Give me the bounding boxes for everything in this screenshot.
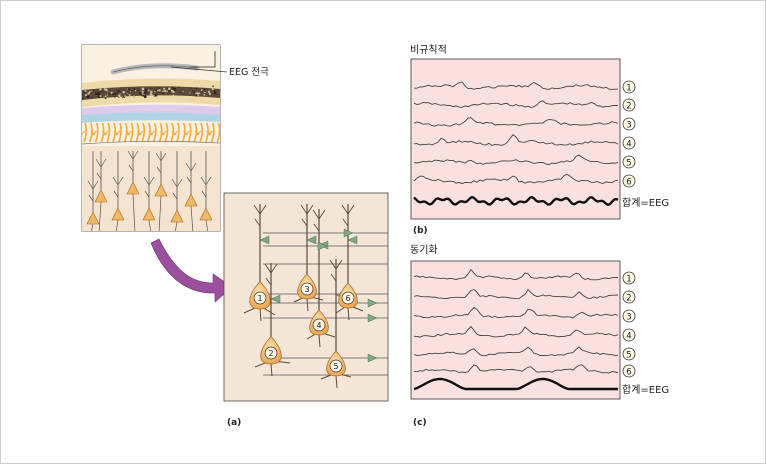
trace-number: 6 bbox=[626, 367, 631, 377]
synapse bbox=[270, 294, 281, 304]
neuron-number-badge bbox=[264, 346, 278, 360]
synapse bbox=[347, 235, 358, 245]
panel-c-label: (c) bbox=[413, 418, 427, 428]
neuron-trace bbox=[413, 325, 619, 338]
trace-number-badge bbox=[622, 290, 636, 304]
neuron-number-badge bbox=[253, 291, 267, 305]
neuron-trace bbox=[413, 364, 619, 374]
trace-number-badge bbox=[622, 309, 636, 323]
trace-number: 3 bbox=[626, 312, 631, 322]
pyramidal-neuron: 4 bbox=[306, 209, 336, 348]
electrode-label: EEG 전극 bbox=[229, 67, 269, 78]
neuron-number: 1 bbox=[257, 294, 262, 303]
trace-number-badge bbox=[622, 347, 636, 361]
neuron-number-badge bbox=[341, 291, 355, 305]
magnified-neuron-panel: 1 2 3 4 5 6 bbox=[223, 192, 389, 402]
trace-number: 4 bbox=[626, 139, 631, 149]
trace-number: 1 bbox=[626, 83, 631, 93]
electrode-leader-line bbox=[170, 66, 228, 73]
electrode-wire bbox=[189, 51, 216, 68]
trace-number-badge bbox=[622, 80, 636, 94]
trace-number: 3 bbox=[626, 120, 631, 130]
panel-b-trace-box bbox=[410, 58, 621, 220]
trace-number-badge bbox=[622, 271, 636, 285]
panel-b-label: (b) bbox=[413, 226, 428, 236]
neuron-trace bbox=[413, 154, 619, 165]
neuron-number: 3 bbox=[304, 285, 309, 294]
neuron-trace bbox=[413, 346, 619, 357]
neuron-trace bbox=[413, 288, 619, 300]
pyramidal-neuron: 6 bbox=[335, 204, 364, 321]
cortical-neurons bbox=[86, 150, 213, 231]
neuron-number: 6 bbox=[345, 294, 350, 303]
panel-b-irregular: 비규칙적 1 2 3 4 5 6 합계=EEG (b) bbox=[410, 44, 669, 236]
neuron-number: 5 bbox=[333, 362, 338, 371]
trace-number: 5 bbox=[626, 158, 631, 168]
synapse bbox=[259, 235, 270, 245]
panel-b-trace-numbers: 1 2 3 4 5 6 bbox=[622, 80, 636, 188]
blood-vessels bbox=[82, 122, 220, 143]
trace-number-badge bbox=[622, 174, 636, 188]
neuron-number: 2 bbox=[268, 349, 273, 358]
trace-number-badge bbox=[622, 155, 636, 169]
trace-number-badge bbox=[622, 98, 636, 112]
synapse bbox=[367, 313, 378, 323]
neuron-number-badge bbox=[300, 282, 314, 296]
sum-eeg-trace-irregular bbox=[413, 195, 619, 207]
panel-b-title: 비규칙적 bbox=[410, 44, 447, 56]
dura-layer bbox=[82, 112, 220, 123]
synapse bbox=[317, 241, 328, 251]
skull-texture bbox=[82, 85, 217, 100]
trace-number-badge bbox=[622, 328, 636, 342]
trace-number: 2 bbox=[626, 101, 631, 111]
trace-number: 5 bbox=[626, 350, 631, 360]
panel-c-title: 동기화 bbox=[410, 244, 438, 256]
zoom-arrow bbox=[150, 238, 233, 303]
synapse bbox=[367, 298, 378, 308]
pyramidal-neuron: 1 bbox=[243, 204, 276, 322]
trace-number-badge bbox=[622, 117, 636, 131]
neuron-trace bbox=[413, 173, 619, 185]
neuron-trace bbox=[413, 134, 619, 147]
cortex-cross-section: EEG 전극 bbox=[81, 44, 269, 232]
synapse bbox=[367, 353, 378, 363]
synapse bbox=[306, 235, 317, 245]
panel-b-traces bbox=[413, 81, 619, 207]
trace-number: 6 bbox=[626, 177, 631, 187]
panel-c-trace-numbers: 1 2 3 4 5 6 bbox=[622, 271, 636, 378]
trace-number: 1 bbox=[626, 274, 631, 284]
panel-a-label: (a) bbox=[227, 418, 241, 428]
sum-eeg-trace-synchronized bbox=[413, 377, 618, 391]
panel-c-traces bbox=[413, 268, 619, 391]
neuron-trace bbox=[413, 100, 619, 108]
neuron-trace bbox=[413, 268, 619, 281]
synapse bbox=[343, 228, 354, 238]
neuron-trace bbox=[413, 81, 619, 90]
neuron-number: 4 bbox=[316, 321, 321, 330]
trace-number: 2 bbox=[626, 293, 631, 303]
panel-c-sum-label: 합계=EEG bbox=[622, 384, 669, 396]
panel-c-synchronized: 동기화 1 2 3 4 5 6 합계=EEG (c) bbox=[410, 244, 669, 428]
trace-number-badge bbox=[622, 136, 636, 150]
panel-b-sum-label: 합계=EEG bbox=[622, 197, 669, 209]
pyramidal-neuron: 5 bbox=[320, 259, 352, 389]
neuron-trace bbox=[413, 306, 619, 319]
neuron-number-badge bbox=[312, 318, 326, 332]
pyramidal-neuron: 3 bbox=[293, 204, 324, 312]
pyramidal-neuron: 2 bbox=[254, 263, 291, 377]
trace-number-badge bbox=[622, 364, 636, 378]
neuron-trace bbox=[413, 117, 619, 127]
pyramidal-neurons: 1 2 3 4 5 6 bbox=[243, 204, 378, 389]
neuron-number-badge bbox=[329, 359, 343, 373]
panel-c-trace-box bbox=[410, 260, 621, 400]
trace-number: 4 bbox=[626, 331, 631, 341]
